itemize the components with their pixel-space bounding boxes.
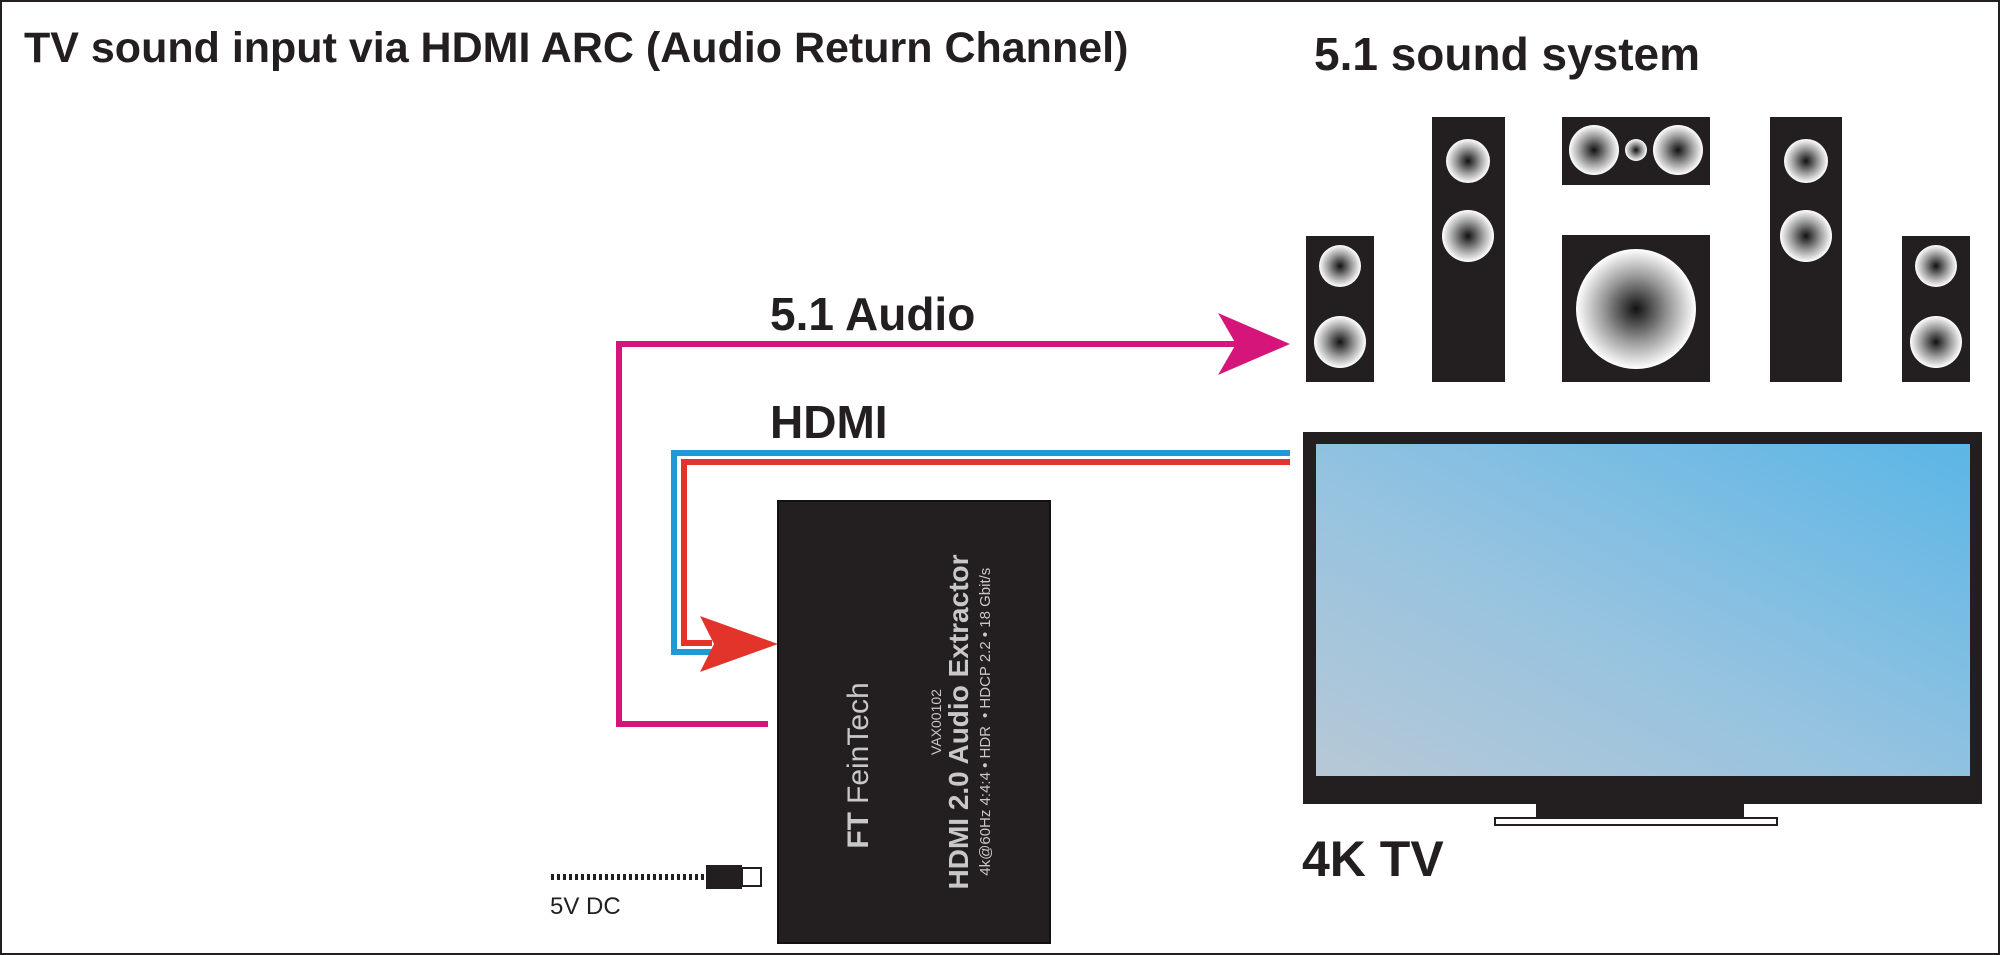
hdmi-connection [671,450,1290,672]
power-plug-tip [741,867,762,887]
hdmi-arrow-head [700,616,778,672]
device-name: HDMI 2.0 Audio Extractor [943,554,974,889]
speaker-left-satellite [1306,236,1374,382]
audio-connection [616,313,1290,727]
audio-arrow-head [1218,313,1290,375]
device-specs-right: • HDCP 2.2 • 18 Gbit/s [977,568,994,718]
tv-label: 4K TV [1302,831,1444,887]
device-body [777,500,1051,944]
power-label: 5V DC [550,893,621,920]
sound-system-label: 5.1 sound system [1314,28,1700,80]
device-model: VAX00102 [928,689,944,755]
diagram-title: TV sound input via HDMI ARC (Audio Retur… [24,24,1128,72]
audio-label: 5.1 Audio [770,288,975,340]
speaker-right-satellite [1902,236,1970,382]
power-cable [551,865,762,889]
device-specs-left: 4k@60Hz 4:4:4 • HDR [977,726,994,876]
tv-screen [1316,444,1970,776]
speaker-right-tower [1770,117,1842,382]
speaker-center [1562,117,1710,185]
hdmi-label: HDMI [770,396,888,448]
tv-stand-neck [1536,804,1744,818]
speaker-system [1306,117,1970,382]
power-plug [706,865,742,889]
speaker-subwoofer [1562,235,1710,382]
audio-extractor-device: FT FeinTech VAX00102 HDMI 2.0 Audio Extr… [777,500,1051,944]
tv [1303,432,1982,826]
device-brand: FeinTech [842,682,875,804]
speaker-left-tower [1432,117,1505,382]
device-brand-mark: FT [842,812,875,849]
tv-stand-base [1494,817,1778,826]
